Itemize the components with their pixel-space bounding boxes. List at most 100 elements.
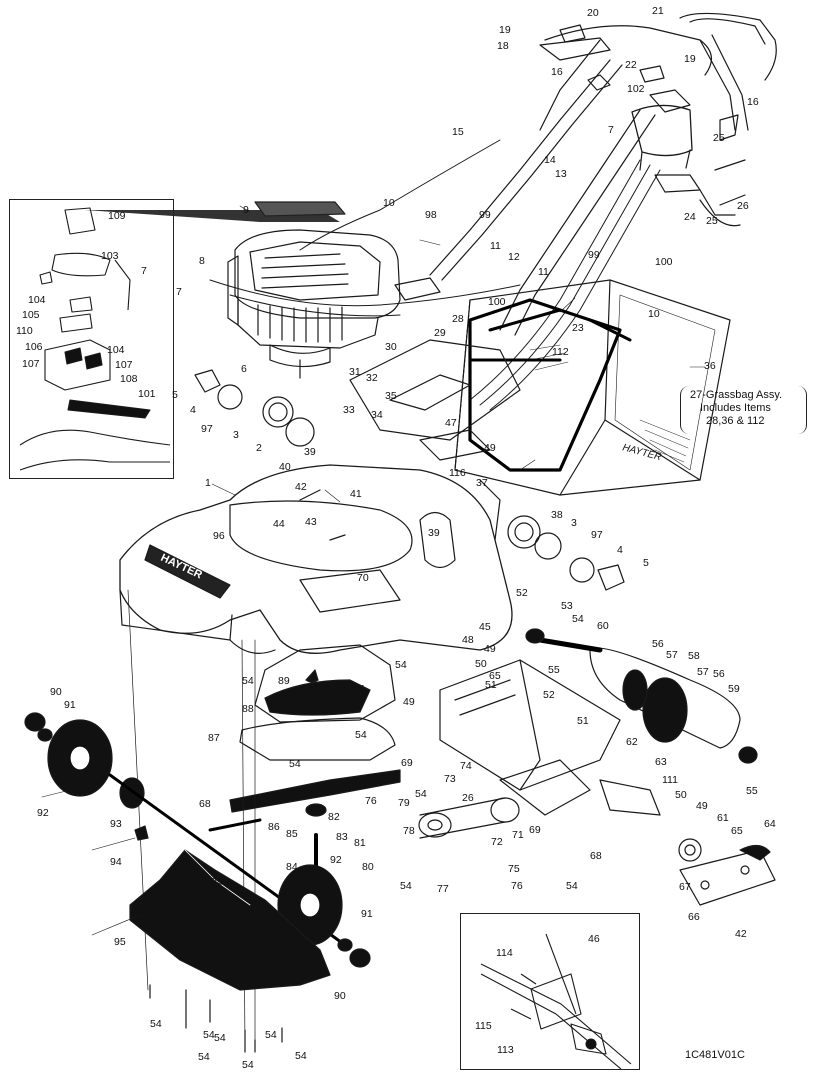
callout-54: 54 (415, 788, 427, 800)
callout-100: 100 (655, 256, 673, 268)
callout-55: 55 (548, 664, 560, 676)
callout-49: 49 (403, 696, 415, 708)
callout-97: 97 (591, 529, 603, 541)
callout-98: 98 (425, 209, 437, 221)
callout-54: 54 (198, 1051, 210, 1063)
callout-94: 94 (110, 856, 122, 868)
callout-57: 57 (666, 649, 678, 661)
callout-109: 109 (108, 210, 126, 222)
callout-81: 81 (354, 837, 366, 849)
callout-37: 37 (476, 477, 488, 489)
callout-54: 54 (150, 1018, 162, 1030)
callout-13: 13 (555, 168, 567, 180)
callout-77: 77 (437, 883, 449, 895)
callout-71: 71 (512, 829, 524, 841)
callout-42: 42 (295, 481, 307, 493)
callout-33: 33 (343, 404, 355, 416)
callout-51: 51 (577, 715, 589, 727)
note-line-1: 27-Grassbag Assy. (690, 389, 783, 401)
callout-54: 54 (395, 659, 407, 671)
callout-85: 85 (286, 828, 298, 840)
callout-54: 54 (566, 880, 578, 892)
callout-53: 53 (561, 600, 573, 612)
fixing-screws (149, 984, 283, 1053)
callout-106: 106 (25, 341, 43, 353)
callout-11: 11 (538, 266, 549, 278)
callout-96: 96 (213, 530, 225, 542)
callout-39: 39 (428, 527, 440, 539)
callout-54: 54 (242, 675, 254, 687)
callout-84: 84 (286, 861, 298, 873)
callout-54: 54 (265, 1029, 277, 1041)
callout-108: 108 (120, 373, 138, 385)
callout-51: 51 (485, 679, 497, 691)
callout-48: 48 (462, 634, 474, 646)
callout-7: 7 (176, 286, 182, 298)
callout-45: 45 (479, 621, 491, 633)
callout-50: 50 (675, 789, 687, 801)
callout-7: 7 (608, 124, 614, 136)
callout-29: 29 (434, 327, 446, 339)
callout-90: 90 (50, 686, 62, 698)
callout-92: 92 (330, 854, 342, 866)
callout-47: 47 (445, 417, 457, 429)
callout-57: 57 (697, 666, 709, 678)
callout-54: 54 (295, 1050, 307, 1062)
callout-52: 52 (543, 689, 555, 701)
callout-15: 15 (452, 126, 464, 138)
callout-69: 69 (529, 824, 541, 836)
callout-35: 35 (385, 390, 397, 402)
callout-34: 34 (371, 409, 383, 421)
callout-52: 52 (516, 587, 528, 599)
callout-28: 28 (452, 313, 464, 325)
callout-103: 103 (101, 250, 119, 262)
callout-12: 12 (508, 251, 520, 263)
note-line-2: Includes Items (700, 402, 771, 414)
callout-54: 54 (214, 1032, 226, 1044)
callout-10: 10 (383, 197, 395, 209)
callout-116: 116 (449, 467, 466, 479)
callout-5: 5 (643, 557, 649, 569)
callout-54: 54 (203, 1029, 215, 1041)
callout-16: 16 (551, 66, 563, 78)
callout-59: 59 (728, 683, 740, 695)
side-plates (599, 779, 776, 906)
callout-4: 4 (617, 544, 623, 556)
callout-22: 22 (625, 59, 637, 71)
callout-66: 66 (688, 911, 700, 923)
note-line-3: 28,36 & 112 (706, 415, 765, 427)
wheels-axle (24, 712, 371, 968)
handle-assembly (429, 12, 777, 336)
callout-56: 56 (713, 668, 725, 680)
callout-42: 42 (735, 928, 747, 940)
callout-68: 68 (590, 850, 602, 862)
callout-72: 72 (491, 836, 503, 848)
callout-26: 26 (462, 792, 474, 804)
callout-63: 63 (655, 756, 667, 768)
callout-26: 26 (737, 200, 749, 212)
callout-56: 56 (652, 638, 664, 650)
callout-97: 97 (201, 423, 213, 435)
callout-99: 99 (479, 209, 491, 221)
callout-19: 19 (684, 53, 696, 65)
callout-8: 8 (199, 255, 205, 267)
callout-30: 30 (385, 341, 397, 353)
callout-90: 90 (334, 990, 346, 1002)
callout-79: 79 (398, 797, 410, 809)
callout-78: 78 (403, 825, 415, 837)
callout-112: 112 (552, 346, 569, 358)
inset-adjuster-box (460, 913, 640, 1070)
callout-76: 76 (511, 880, 523, 892)
drive-belt (418, 759, 591, 839)
callout-107: 107 (115, 359, 133, 371)
callout-49: 49 (484, 643, 496, 655)
callout-23: 23 (572, 322, 584, 334)
callout-25: 25 (706, 215, 718, 227)
callout-4: 4 (190, 404, 196, 416)
callout-65: 65 (489, 670, 501, 682)
rear-skirt (129, 849, 331, 991)
callout-11: 11 (490, 240, 501, 252)
callout-7: 7 (141, 265, 147, 277)
callout-40: 40 (279, 461, 291, 473)
